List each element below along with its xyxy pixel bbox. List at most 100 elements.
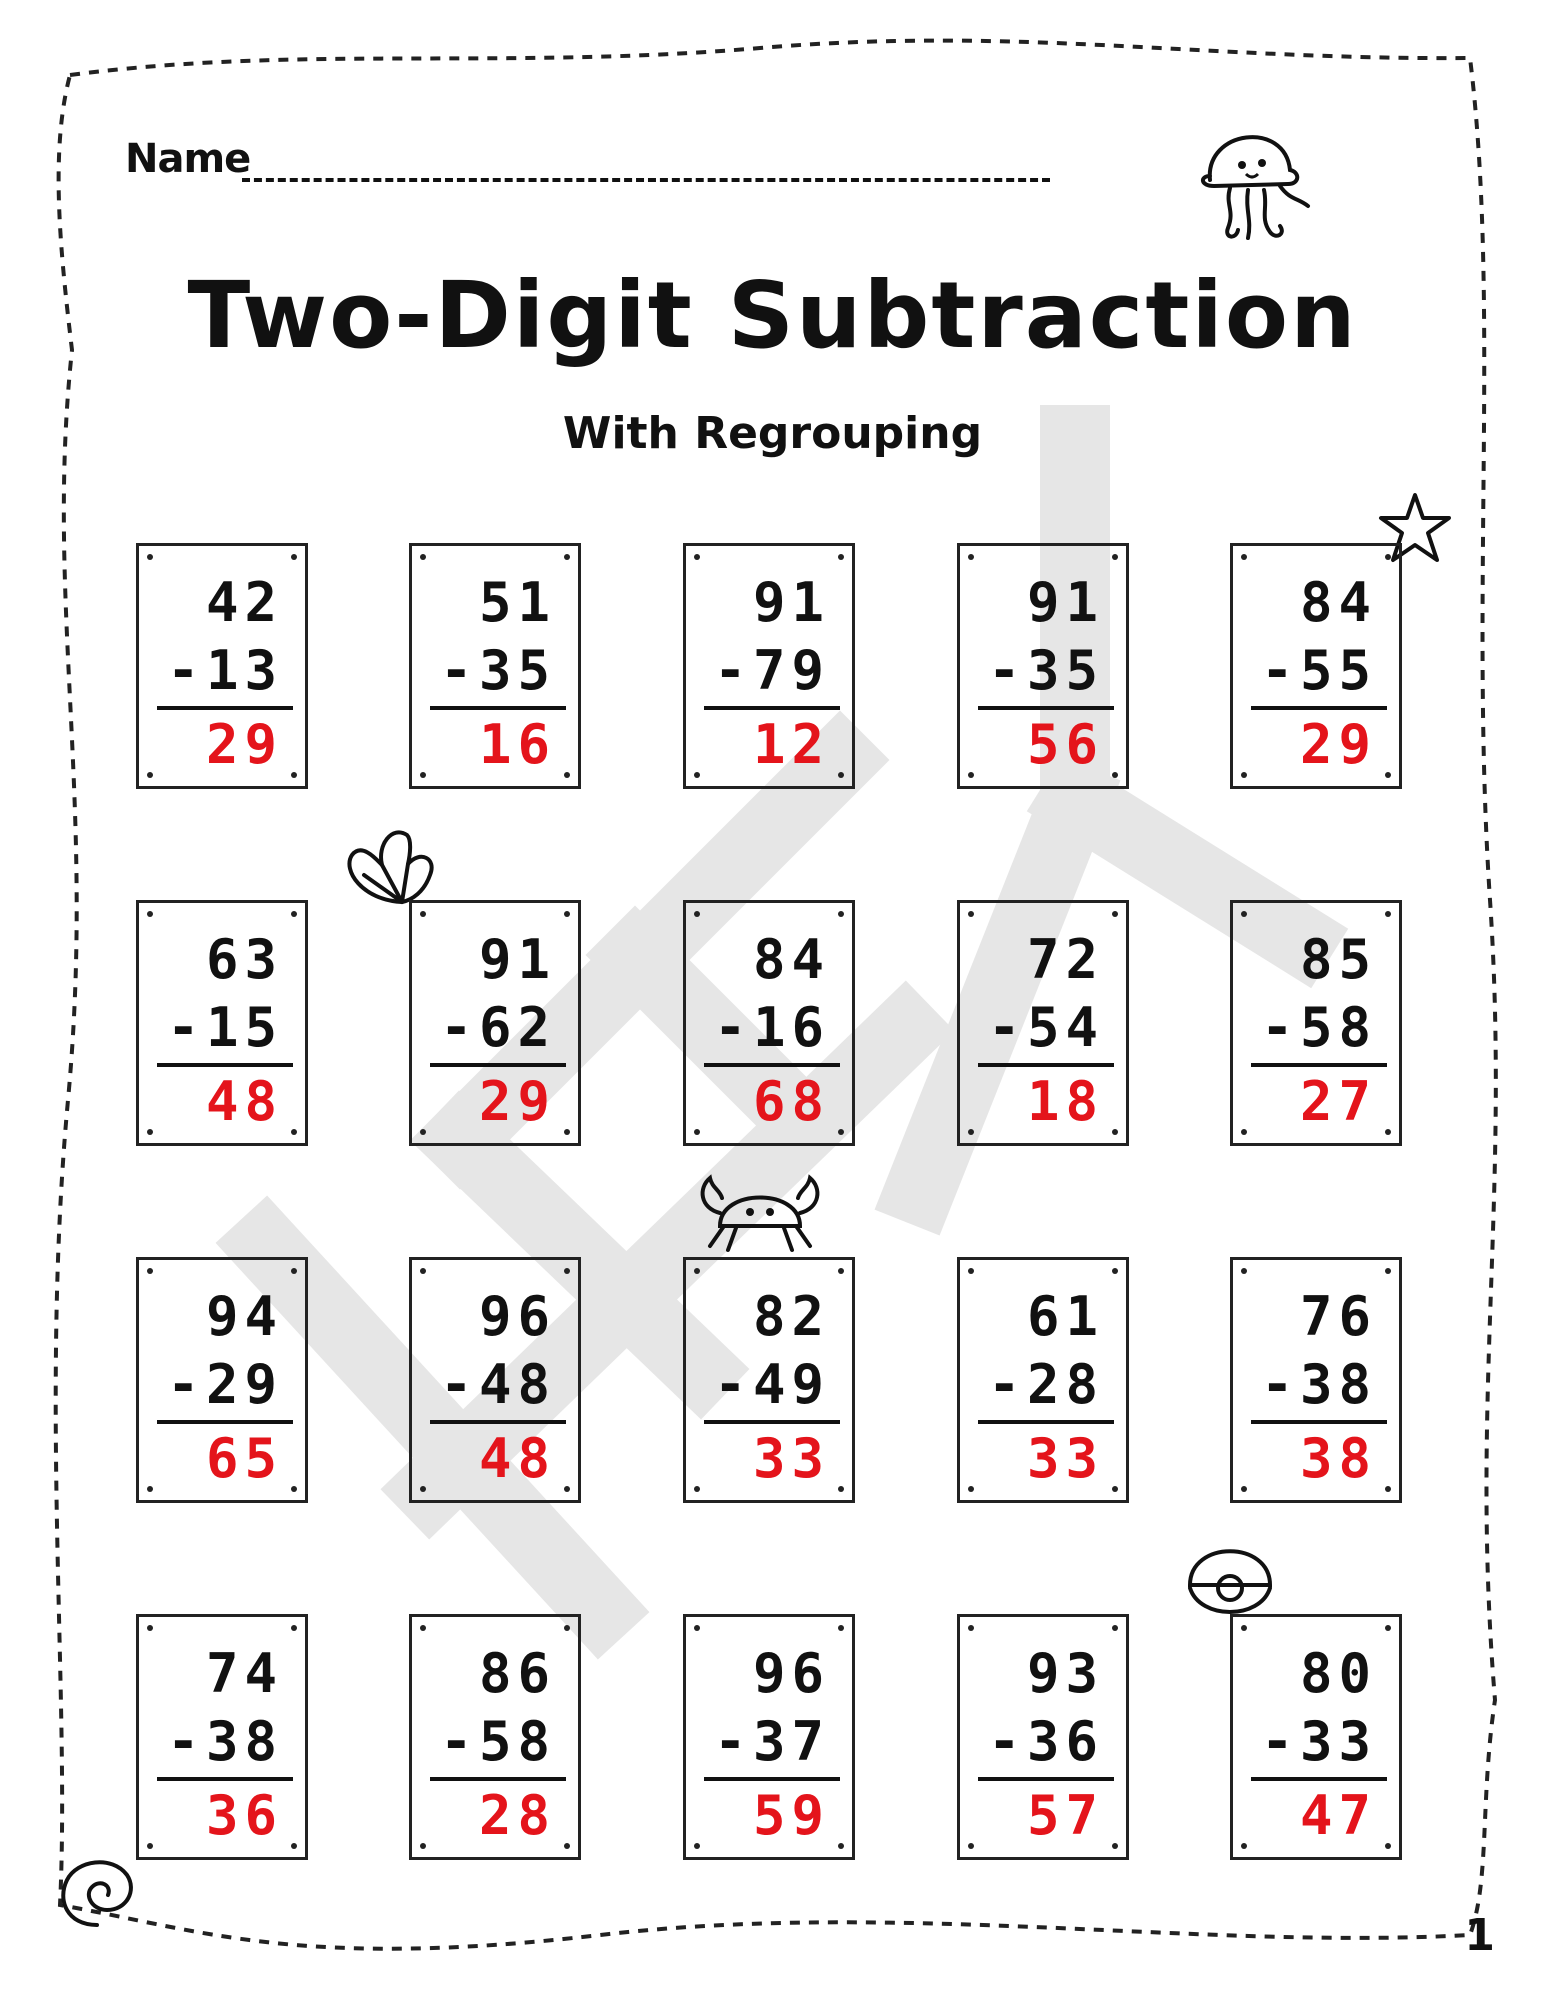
corner-dot <box>694 1486 700 1492</box>
minus-sign: - <box>714 639 747 702</box>
answer[interactable]: 38 <box>1299 1427 1377 1490</box>
corner-dot <box>291 1486 297 1492</box>
answer-line <box>430 1063 566 1067</box>
corner-dot <box>838 1843 844 1849</box>
subtrahend: 35 <box>478 639 556 702</box>
minuend: 86 <box>478 1642 556 1705</box>
minuend: 91 <box>752 571 830 634</box>
problem-card: 42 - 13 29 <box>136 543 308 789</box>
corner-dot <box>564 1486 570 1492</box>
minuend: 74 <box>205 1642 283 1705</box>
clam-icon <box>1187 1549 1273 1614</box>
minus-sign: - <box>714 1710 747 1773</box>
corner-dot <box>838 554 844 560</box>
answer[interactable]: 18 <box>1026 1070 1104 1133</box>
problem-card: 94 - 29 65 <box>136 1257 308 1503</box>
corner-dot <box>564 911 570 917</box>
corner-dot <box>968 772 974 778</box>
corner-dot <box>291 1843 297 1849</box>
corner-dot <box>1385 772 1391 778</box>
answer[interactable]: 33 <box>1026 1427 1104 1490</box>
corner-dot <box>1241 1843 1247 1849</box>
page-title: Two-Digit Subtraction <box>187 262 1358 369</box>
corner-dot <box>1241 554 1247 560</box>
minus-sign: - <box>440 1353 473 1416</box>
corner-dot <box>838 1486 844 1492</box>
corner-dot <box>291 1625 297 1631</box>
corner-dot <box>838 772 844 778</box>
answer[interactable]: 57 <box>1026 1784 1104 1847</box>
subtrahend: 36 <box>1026 1710 1104 1773</box>
answer[interactable]: 47 <box>1299 1784 1377 1847</box>
problem-card: 85 - 58 27 <box>1230 900 1402 1146</box>
corner-dot <box>420 911 426 917</box>
minus-sign: - <box>988 996 1021 1059</box>
corner-dot <box>420 554 426 560</box>
snail-icon <box>61 1860 133 1927</box>
answer[interactable]: 48 <box>478 1427 556 1490</box>
corner-dot <box>420 1625 426 1631</box>
minuend: 93 <box>1026 1642 1104 1705</box>
corner-dot <box>1241 1486 1247 1492</box>
subtrahend: 62 <box>478 996 556 1059</box>
minus-sign: - <box>714 1353 747 1416</box>
problem-card: 91 - 79 12 <box>683 543 855 789</box>
corner-dot <box>147 772 153 778</box>
corner-dot <box>420 1129 426 1135</box>
name-field-line[interactable] <box>242 178 1050 182</box>
minuend: 63 <box>205 928 283 991</box>
corner-dot <box>420 772 426 778</box>
answer-line <box>430 1420 566 1424</box>
answer-line <box>1251 706 1387 710</box>
problem-card: 96 - 37 59 <box>683 1614 855 1860</box>
jellyfish-icon <box>1201 135 1310 240</box>
answer-line <box>704 1420 840 1424</box>
answer[interactable]: 29 <box>478 1070 556 1133</box>
minuend: 94 <box>205 1285 283 1348</box>
corner-dot <box>291 554 297 560</box>
answer[interactable]: 65 <box>205 1427 283 1490</box>
minus-sign: - <box>714 996 747 1059</box>
corner-dot <box>838 911 844 917</box>
corner-dot <box>838 1625 844 1631</box>
answer[interactable]: 33 <box>752 1427 830 1490</box>
starfish-icon <box>1379 493 1451 562</box>
corner-dot <box>694 1268 700 1274</box>
minuend: 96 <box>752 1642 830 1705</box>
minus-sign: - <box>1261 996 1294 1059</box>
answer[interactable]: 29 <box>1299 713 1377 776</box>
corner-dot <box>1112 1486 1118 1492</box>
minuend: 72 <box>1026 928 1104 991</box>
minus-sign: - <box>988 1710 1021 1773</box>
corner-dot <box>1112 1129 1118 1135</box>
minuend: 76 <box>1299 1285 1377 1348</box>
problem-card: 84 - 55 29 <box>1230 543 1402 789</box>
corner-dot <box>147 911 153 917</box>
answer[interactable]: 27 <box>1299 1070 1377 1133</box>
minus-sign: - <box>1261 1353 1294 1416</box>
corner-dot <box>968 1843 974 1849</box>
corner-dot <box>694 1625 700 1631</box>
answer[interactable]: 59 <box>752 1784 830 1847</box>
subtrahend: 37 <box>752 1710 830 1773</box>
corner-dot <box>564 1625 570 1631</box>
answer-line <box>430 1777 566 1781</box>
minuend: 91 <box>1026 571 1104 634</box>
answer[interactable]: 16 <box>478 713 556 776</box>
corner-dot <box>1112 1843 1118 1849</box>
answer-line <box>157 1420 293 1424</box>
answer[interactable]: 12 <box>752 713 830 776</box>
answer[interactable]: 68 <box>752 1070 830 1133</box>
answer[interactable]: 28 <box>478 1784 556 1847</box>
minuend: 80 <box>1299 1642 1377 1705</box>
answer[interactable]: 48 <box>205 1070 283 1133</box>
answer-line <box>704 706 840 710</box>
problem-card: 80 - 33 47 <box>1230 1614 1402 1860</box>
answer[interactable]: 36 <box>205 1784 283 1847</box>
name-label: Name <box>125 136 251 182</box>
corner-dot <box>1385 911 1391 917</box>
answer[interactable]: 56 <box>1026 713 1104 776</box>
answer[interactable]: 29 <box>205 713 283 776</box>
problem-card: 84 - 16 68 <box>683 900 855 1146</box>
